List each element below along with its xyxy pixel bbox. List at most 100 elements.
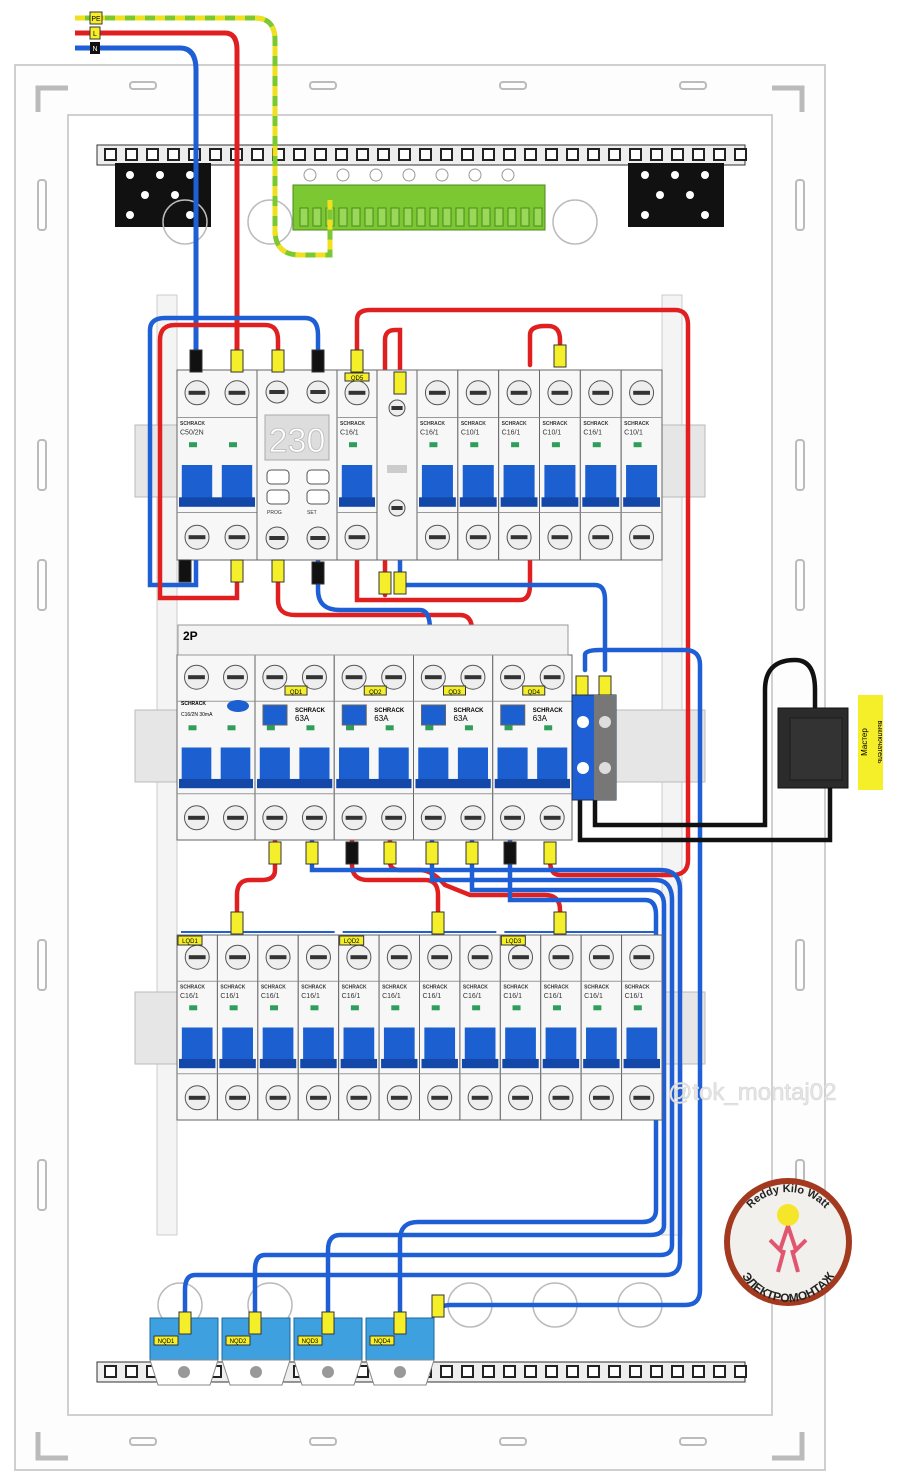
pe-screw [435, 168, 449, 182]
breaker-rating: C16/1 [583, 430, 602, 437]
toggle-lever[interactable] [341, 465, 373, 503]
toggle-lever[interactable] [259, 747, 290, 785]
test-button [500, 704, 526, 726]
screw-slot [391, 506, 403, 510]
toggle-lever[interactable] [585, 465, 617, 503]
relay-button-label: PROG [267, 510, 282, 516]
screw-slot [391, 406, 403, 410]
wire-ferrule [248, 1311, 262, 1335]
screw-slot [592, 535, 610, 540]
screw-slot [424, 675, 442, 680]
screw-slot [551, 535, 569, 540]
toggle-lever[interactable] [545, 1027, 577, 1065]
toggle-lever[interactable] [464, 1027, 496, 1065]
bar-slot [125, 1365, 138, 1378]
breaker-rating: C16/1 [502, 430, 521, 437]
bar-slot [419, 148, 432, 161]
block-holes [126, 171, 709, 219]
screw-slot [310, 955, 327, 960]
screw-slot [266, 675, 284, 680]
rcd-module [254, 654, 335, 841]
toggle-lever[interactable] [503, 465, 535, 503]
toggle-base [340, 1058, 378, 1069]
relay-button[interactable] [306, 489, 330, 505]
toggle-lever[interactable] [626, 1027, 658, 1065]
screw-slot [350, 1095, 368, 1100]
bottom-slot [679, 1437, 707, 1446]
toggle-lever[interactable] [586, 1027, 617, 1065]
brand-label: SCHRACK [503, 985, 528, 991]
brand-label: SCHRACK [420, 421, 445, 427]
brand-label: SCHRACK [584, 985, 609, 991]
toggle-lever[interactable] [303, 1027, 334, 1065]
relay-button[interactable] [266, 469, 290, 485]
bar-slot [524, 1365, 537, 1378]
breaker-rating: C16/1 [463, 993, 482, 1000]
relay-button[interactable] [306, 469, 330, 485]
screw-slot [543, 675, 561, 680]
bar-slot [167, 148, 180, 161]
wire-ferrule [393, 1311, 407, 1335]
status-indicator [544, 725, 553, 731]
wire-ferrule [230, 349, 244, 373]
screw-slot [429, 535, 446, 540]
screw-slot [592, 390, 610, 395]
toggle-lever[interactable] [457, 747, 488, 785]
neutral-rcd-4 [397, 837, 659, 1323]
bar-slot [482, 148, 495, 161]
wire-ferrule [553, 911, 567, 935]
tag [225, 1335, 251, 1346]
input-tags: PE L N [89, 11, 103, 54]
toggle-lever[interactable] [339, 747, 370, 785]
toggle-lever[interactable] [462, 465, 494, 503]
toggle-lever[interactable] [626, 465, 658, 503]
toggle-lever[interactable] [383, 1027, 415, 1065]
toggle-lever[interactable] [343, 1027, 375, 1065]
screw-slot [269, 536, 285, 540]
toggle-lever[interactable] [222, 1027, 253, 1065]
screw-slot [464, 815, 482, 820]
toggle-lever[interactable] [181, 747, 212, 785]
toggle-lever[interactable] [537, 747, 568, 785]
status-indicator [391, 1005, 400, 1011]
toggle-lever[interactable] [378, 747, 409, 785]
wire-ferrule [268, 841, 282, 865]
toggle-base [415, 778, 491, 789]
relay-voltage-readout: 230 [269, 422, 326, 460]
group-tag: LQD3 [505, 939, 521, 945]
toggle-lever[interactable] [221, 465, 253, 503]
toggle-lever[interactable] [299, 747, 330, 785]
relay-button[interactable] [266, 489, 290, 505]
screw-slot [512, 1095, 529, 1100]
toggle-base [336, 778, 412, 789]
wire-ferrule [425, 841, 439, 865]
toggle-lever[interactable] [181, 465, 213, 503]
screw-slot [471, 1095, 489, 1100]
pe-slot [364, 207, 374, 227]
block-hole [126, 211, 134, 219]
control-terminal-block [571, 694, 617, 801]
block-hole [671, 171, 679, 179]
toggle-lever[interactable] [497, 747, 528, 785]
toggle-lever[interactable] [421, 465, 453, 503]
toggle-base [623, 497, 660, 507]
test-button [262, 704, 288, 726]
side-slot [37, 559, 47, 611]
toggle-lever[interactable] [181, 1027, 213, 1065]
toggle-lever[interactable] [424, 1027, 456, 1065]
screw-slot [310, 536, 326, 540]
toggle-lever[interactable] [544, 465, 576, 503]
toggle-lever[interactable] [262, 1027, 294, 1065]
bar-slot [650, 148, 663, 161]
toggle-lever[interactable] [418, 747, 449, 785]
toggle-lever[interactable] [505, 1027, 536, 1065]
toggle-lever[interactable] [220, 747, 251, 785]
block-hole [186, 211, 194, 219]
master-switch[interactable] [777, 707, 849, 789]
